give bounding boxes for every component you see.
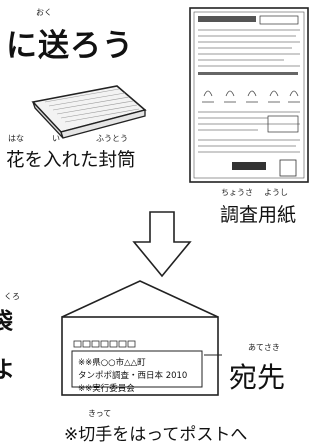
flower-envelope-label: 花を入れた封筒 (6, 150, 136, 171)
ruby-chousa: ちょうさ (221, 188, 253, 197)
left-edge-char-2: よ (0, 357, 15, 383)
left-edge-char-1: 袋 (0, 309, 13, 335)
flower-envelope-image (31, 85, 147, 139)
ruby-youshi: ようし (264, 188, 288, 197)
address-line-3: ※※実行委員会 (78, 384, 135, 394)
left-edge-ruby: くろ (4, 292, 20, 301)
address-envelope-image (61, 280, 222, 396)
address-label: 宛先 (229, 361, 286, 394)
page-title: に送ろう (6, 28, 134, 64)
stamp-note: ※切手をはってポストへ (64, 425, 248, 445)
down-arrow-icon (132, 211, 192, 278)
address-line-2: タンポポ調査・西日本 2010 (78, 371, 188, 381)
survey-paper-image (189, 7, 309, 183)
address-ruby: あてさき (248, 343, 280, 352)
title-ruby: おく (36, 8, 52, 17)
ruby-i: い (52, 134, 60, 143)
survey-paper-label: 調査用紙 (220, 204, 297, 226)
address-line-1: ※※県○○市△△町 (78, 358, 146, 368)
ruby-hana: はな (8, 134, 24, 143)
note-ruby: きって (88, 409, 112, 418)
ruby-fuutou: ふうとう (96, 134, 128, 143)
